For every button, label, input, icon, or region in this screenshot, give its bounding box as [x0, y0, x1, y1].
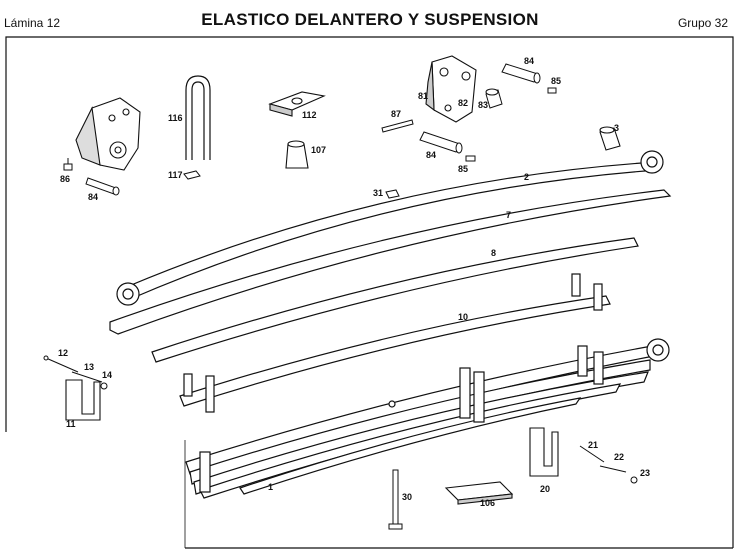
shackle-11 — [65, 379, 101, 421]
nut-117 — [183, 170, 201, 180]
callout-116: 116 — [168, 113, 183, 123]
spring-hanger-bracket — [75, 97, 141, 171]
callout-82: 82 — [458, 98, 468, 108]
bolt-22 — [599, 465, 627, 473]
callout-84: 84 — [88, 192, 98, 202]
u-bolt-116 — [185, 75, 211, 160]
bolt-13 — [71, 371, 103, 383]
callout-11: 11 — [66, 419, 76, 429]
callout-2: 2 — [524, 172, 529, 182]
callout-14: 14 — [102, 370, 112, 380]
callout-86: 86 — [60, 174, 70, 184]
callout-85-top: 85 — [551, 76, 561, 86]
callout-84-top: 84 — [524, 56, 534, 66]
group-number: Grupo 32 — [677, 16, 728, 30]
callout-13: 13 — [84, 362, 94, 372]
hanger-pin-84 — [85, 177, 120, 196]
callout-117: 117 — [168, 170, 183, 180]
spring-shackle — [425, 55, 477, 123]
callout-83: 83 — [478, 100, 488, 110]
callout-12: 12 — [58, 348, 68, 358]
leaf-spring-10 — [179, 273, 611, 413]
callout-84-lower: 84 — [426, 150, 436, 160]
leaf-spring-7 — [109, 189, 672, 335]
callout-7: 7 — [506, 210, 511, 220]
callout-8: 8 — [491, 248, 496, 258]
callout-106: 106 — [480, 498, 495, 508]
nut-14 — [100, 382, 108, 390]
bolt-21 — [579, 445, 605, 463]
callout-3: 3 — [614, 123, 619, 133]
callout-87: 87 — [391, 109, 401, 119]
page-title: ELASTICO DELANTERO Y SUSPENSION — [201, 10, 539, 29]
leaf-spring-8 — [151, 237, 639, 363]
pin-84-lower — [419, 131, 463, 154]
rubber-bumper-107 — [285, 140, 309, 169]
leaf-spring-2 — [116, 150, 664, 306]
callout-85-lower: 85 — [458, 164, 468, 174]
diagram-frame — [5, 36, 734, 548]
bolt-12 — [43, 355, 79, 373]
hanger-bolt-86 — [63, 158, 73, 171]
nut-31 — [385, 189, 400, 199]
page-header: Lámina 12 ELASTICO DELANTERO Y SUSPENSIO… — [0, 0, 740, 34]
callout-22: 22 — [614, 452, 624, 462]
callout-30: 30 — [402, 492, 412, 502]
plate-106 — [444, 481, 514, 505]
grease-fitting-85-top — [547, 87, 557, 94]
callout-20: 20 — [540, 484, 550, 494]
callout-31: 31 — [373, 188, 383, 198]
callout-112: 112 — [302, 110, 317, 120]
leaf-spring-assembly-1 — [185, 338, 670, 499]
pin-84-top — [501, 63, 541, 84]
callout-107: 107 — [311, 145, 326, 155]
callout-21: 21 — [588, 440, 598, 450]
pin-87 — [381, 119, 414, 133]
spacer-block-112 — [268, 91, 326, 117]
nut-23 — [630, 476, 638, 484]
callout-23: 23 — [640, 468, 650, 478]
plate-number: Lámina 12 — [4, 16, 61, 30]
bushing-83 — [485, 88, 503, 109]
callout-81: 81 — [418, 91, 428, 101]
callout-1: 1 — [268, 482, 273, 492]
center-bolt-30 — [388, 469, 403, 530]
callout-10: 10 — [458, 312, 468, 322]
shackle-20 — [529, 427, 559, 477]
bushing-3 — [599, 126, 621, 151]
grease-fitting-85-lower — [465, 155, 476, 162]
